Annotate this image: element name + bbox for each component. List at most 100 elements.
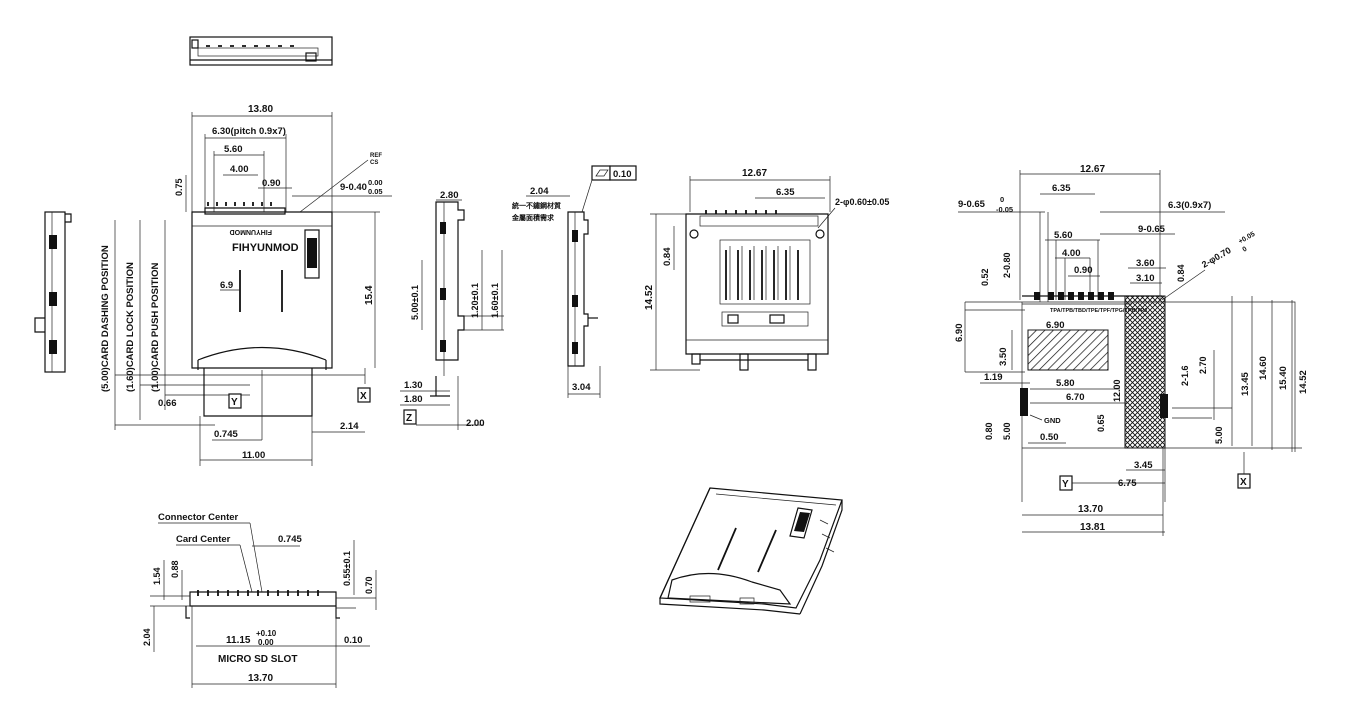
b-dim-dn: 0.00 (258, 638, 274, 647)
datum-y: Y (231, 397, 238, 408)
fp-dim-5-00b: 5.00 (1214, 426, 1224, 444)
dim-1-20: 1.20±0.1 (470, 283, 480, 318)
fp-dim-1-19: 1.19 (984, 372, 1003, 383)
b-dim-up: +0.10 (256, 629, 277, 638)
fp-dim-6-35: 6.35 (1052, 183, 1071, 194)
dim-4-00: 4.00 (230, 164, 249, 175)
dim-3-04: 3.04 (572, 382, 591, 393)
gnd-label: GND (1044, 416, 1061, 425)
fp-dim-3-10: 3.10 (1136, 273, 1155, 284)
b-dim-13-70: 13.70 (248, 673, 273, 684)
dim-6-9: 6.9 (220, 280, 233, 291)
fp-dim-0-65: 0.65 (1096, 414, 1106, 432)
fp-dim-5-00a: 5.00 (1002, 422, 1012, 440)
dim-0-84: 0.84 (662, 247, 673, 266)
connector-center-label: Connector Center (158, 512, 239, 523)
datum-x: X (360, 391, 367, 402)
fp-dim-3-45: 3.45 (1134, 460, 1153, 471)
fp-datum-x: X (1240, 477, 1247, 488)
fp-holes-up: +0.05 (1238, 231, 1257, 246)
fp-holes: 2-φ0.70 (1200, 245, 1233, 270)
brand-text: FIHYUNMOD (232, 242, 299, 254)
fp-dim-4-00: 4.00 (1062, 248, 1081, 259)
fp-dim-9-0-65b: 9-0.65 (1138, 224, 1166, 235)
fp-dim-pitch: 6.3(0.9x7) (1168, 200, 1211, 211)
card-push-position-label: (1.00)CARD PUSH POSITION (150, 263, 161, 392)
bottom-front-view: Connector Center Card Center 0.745 1.54 … (142, 512, 377, 688)
fp-dim-13-81: 13.81 (1080, 522, 1105, 533)
dim-tol-up: 0.00 (368, 178, 383, 187)
dim-15-4: 15.4 (364, 285, 375, 305)
dim-5-00: 5.00±0.1 (410, 285, 420, 320)
isometric-view (659, 487, 843, 615)
dim-tol-dn: 0.05 (368, 187, 383, 196)
b-dim-0-70: 0.70 (364, 576, 374, 594)
fp-dim-14-52: 14.52 (1298, 370, 1309, 394)
fp-holes-dn: 0 (1242, 246, 1249, 254)
dim-0-66: 0.66 (158, 398, 177, 409)
dim-2-14: 2.14 (340, 421, 359, 432)
flatness-side-view: 2.04 統一不鏽鋼材質 金屬面積需求 0.10 3.04 (511, 165, 637, 398)
dim-0-745: 0.745 (214, 429, 238, 440)
b-dim-11-15: 11.15 (226, 635, 251, 646)
pcb-footprint-view: 12.67 6.35 9-0.65 0 -0.05 6.3(0.9x7) 9-0… (954, 164, 1309, 536)
b-dim-2-04: 2.04 (142, 628, 152, 646)
recommended-pcb-view: 12.67 6.35 2-φ0.60±0.05 0.84 14.52 (644, 168, 889, 371)
datum-z: Z (406, 413, 412, 424)
card-center-label: Card Center (176, 534, 231, 545)
left-side-view (34, 211, 72, 373)
main-top-view: (5.00)CARD DASHING POSITION (1.60)CARD L… (100, 104, 392, 466)
dim-14-52: 14.52 (644, 285, 655, 310)
side-profile-view: 2.80 5.00±0.1 1.20±0.1 1.60±0.1 1.30 1.8… (400, 190, 504, 430)
card-dashing-position-label: (5.00)CARD DASHING POSITION (100, 245, 111, 392)
holes-label: 2-φ0.60±0.05 (835, 197, 889, 207)
b-dim-0-88: 0.88 (170, 560, 180, 578)
note-cn-1: 統一不鏽鋼材質 (512, 201, 561, 210)
b-dim-1-54: 1.54 (152, 567, 162, 585)
fp-dim-15-40: 15.40 (1278, 366, 1289, 390)
b-dim-0-55: 0.55±0.1 (342, 551, 352, 586)
fp-dim-2-0-80: 2-0.80 (1002, 252, 1012, 278)
dim-0-75: 0.75 (174, 178, 184, 196)
fp-dim-3-60: 3.60 (1136, 258, 1155, 269)
b-dim-0-10: 0.10 (344, 635, 363, 646)
dim-6-35: 6.35 (776, 187, 795, 198)
dim-pitch: 6.30(pitch 0.9x7) (212, 126, 286, 137)
b-dim-0-745: 0.745 (278, 534, 302, 545)
fp-dim-0-84: 0.84 (1176, 264, 1186, 282)
dim-9-0-40: 9-0.40 (340, 182, 367, 193)
ref-label-a: REF (370, 153, 382, 159)
fp-datum-y: Y (1062, 479, 1069, 490)
fp-dim-5-60: 5.60 (1054, 230, 1073, 241)
fp-tol-dn: -0.05 (996, 205, 1013, 214)
fp-dim-12-67: 12.67 (1080, 164, 1105, 175)
dim-top-width: 13.80 (248, 104, 273, 115)
ref-label-b: CS (370, 160, 378, 166)
fp-dim-0-50: 0.50 (1040, 432, 1059, 443)
dim-1-30: 1.30 (404, 380, 423, 391)
dim-5-60: 5.60 (224, 144, 243, 155)
fp-dim-13-45: 13.45 (1240, 372, 1251, 396)
brand-text-upside: FIHYUNMOD (230, 228, 272, 235)
fp-dim-0-80: 0.80 (984, 422, 994, 440)
dim-0-90: 0.90 (262, 178, 281, 189)
fp-dim-6-90b: 6.90 (1046, 320, 1065, 331)
fp-dim-12-00: 12.00 (1112, 379, 1122, 402)
flatness-value: 0.10 (613, 169, 632, 180)
fp-dim-9-0-65: 9-0.65 (958, 199, 986, 210)
micro-sd-slot-label: MICRO SD SLOT (218, 654, 297, 665)
dim-2-00: 2.00 (466, 418, 485, 429)
fp-dim-6-75: 6.75 (1118, 478, 1137, 489)
fp-dim-6-70: 6.70 (1066, 392, 1085, 403)
dim-1-60: 1.60±0.1 (490, 283, 500, 318)
fp-dim-3-50: 3.50 (998, 348, 1009, 367)
fp-dim-2-1-6: 2-1.6 (1180, 365, 1190, 386)
dim-2-04: 2.04 (530, 186, 549, 197)
fp-dim-6-90a: 6.90 (954, 324, 965, 343)
fp-dim-13-70: 13.70 (1078, 504, 1103, 515)
fp-dim-2-70: 2.70 (1198, 356, 1208, 374)
dim-1-80: 1.80 (404, 394, 423, 405)
fp-tol-up: 0 (1000, 195, 1004, 204)
dim-12-67: 12.67 (742, 168, 767, 179)
fp-dim-0-52: 0.52 (980, 268, 990, 286)
